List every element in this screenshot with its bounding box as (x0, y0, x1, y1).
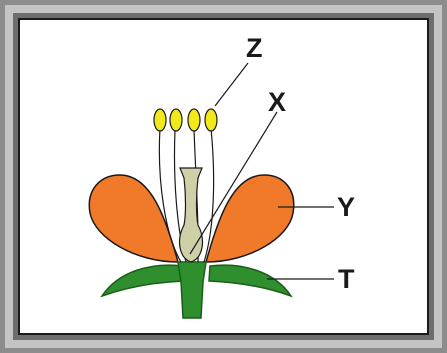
sepal-left (100, 264, 185, 298)
filament-4 (203, 127, 215, 263)
stem (177, 261, 207, 319)
petal-right (205, 174, 295, 263)
label-y: Y (337, 192, 355, 222)
anther-3 (187, 108, 201, 132)
filament-1 (158, 127, 182, 263)
drawing-area (18, 18, 429, 335)
anther-4 (204, 108, 218, 132)
label-t: T (338, 264, 355, 294)
petal-left (88, 174, 179, 263)
anthers (153, 108, 218, 132)
label-x: X (268, 87, 286, 117)
anther-2 (169, 108, 183, 132)
label-z: Z (246, 33, 263, 63)
leader-x (189, 111, 278, 255)
pistil (178, 167, 204, 263)
leader-z (214, 62, 249, 107)
sepal-right (208, 264, 293, 298)
anther-1 (153, 108, 167, 132)
leader-lines (189, 62, 334, 280)
